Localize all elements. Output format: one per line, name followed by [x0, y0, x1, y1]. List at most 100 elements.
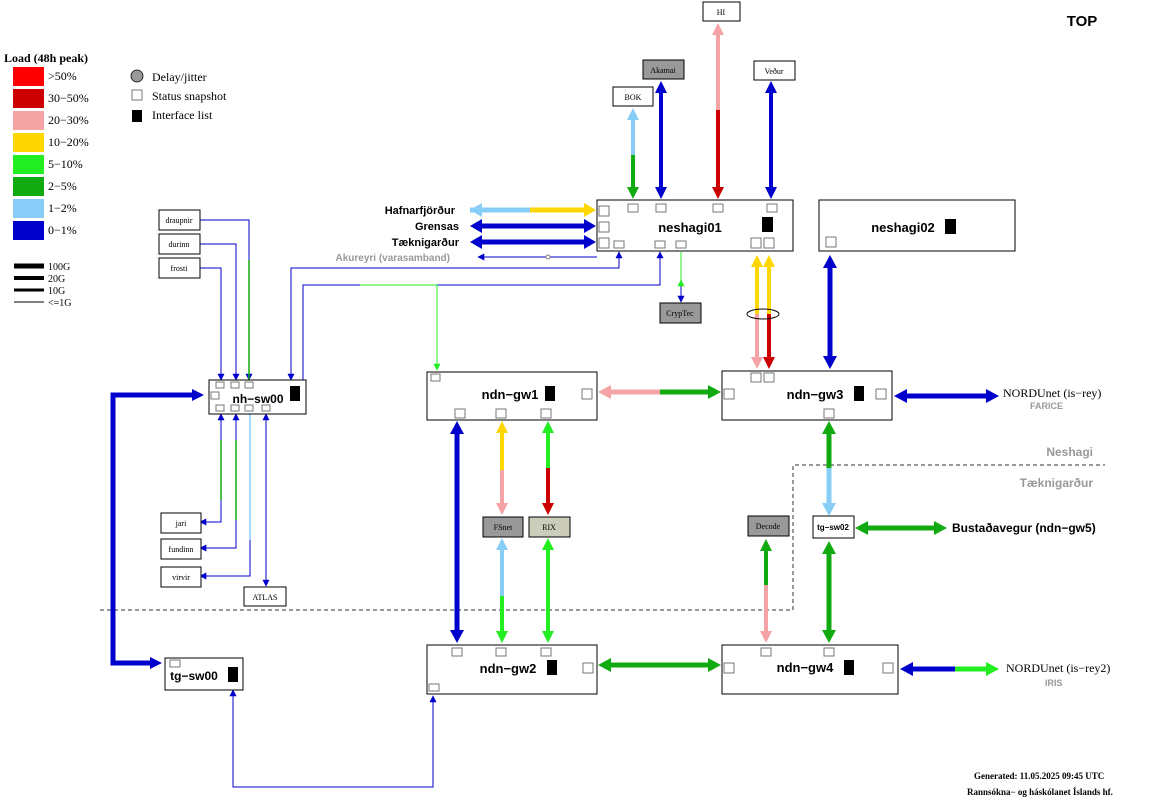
legend-swatch [13, 133, 44, 152]
width-1g: <=1G [48, 298, 72, 309]
label-iris: IRIS [1045, 678, 1063, 688]
box-draupnir-label: draupnir [165, 216, 192, 225]
label-bustadavegur[interactable]: Bustaðavegur (ndn−gw5) [952, 521, 1096, 535]
width-10g: 10G [48, 286, 65, 297]
box-decode[interactable]: Decode [747, 515, 790, 537]
status-icon[interactable] [169, 659, 181, 668]
link-tgsw00-ndngw2[interactable] [229, 689, 437, 788]
legend-title: Load (48h peak) [4, 51, 88, 65]
legend-swatch-label: 2−5% [48, 179, 77, 193]
zone-neshagi-label: Neshagi [1046, 445, 1093, 459]
link-fundinn[interactable] [199, 413, 240, 552]
node-ndn-gw2[interactable]: ndn−gw2 [426, 644, 598, 695]
label-nordunet-rey[interactable]: NORDUnet (is−rey) [1003, 386, 1101, 400]
node-neshagi01-label: neshagi01 [658, 220, 722, 235]
link-neshagi01-nhsw00-a[interactable] [287, 251, 623, 381]
width-100g: 100G [48, 262, 70, 273]
box-rix-label: RIX [542, 523, 556, 532]
legend: Load (48h peak) >50%30−50%20−30%10−20%5−… [4, 51, 227, 309]
legend-symbols: Delay/jitter Status snapshot Interface l… [130, 69, 227, 122]
node-tg-sw02[interactable]: tg−sw02 [812, 515, 855, 539]
iflist-icon[interactable] [228, 667, 238, 682]
box-bok-label: BOK [625, 93, 642, 102]
box-jari-label: jari [175, 519, 187, 528]
iflist-icon[interactable] [547, 660, 557, 675]
box-vedur[interactable]: Veður [753, 60, 796, 81]
status-icons[interactable] [210, 381, 271, 412]
zone-taeknigardur-label: Tæknigarður [1020, 476, 1094, 490]
link-nhsw00-tgsw00[interactable] [110, 392, 198, 666]
box-atlas-label: ATLAS [253, 593, 278, 602]
node-tg-sw00[interactable]: tg−sw00 [164, 657, 244, 691]
iflist-icon[interactable] [545, 386, 555, 401]
box-fundinn-label: fundinn [169, 545, 194, 554]
box-jari[interactable]: jari [160, 512, 202, 534]
node-neshagi02[interactable]: neshagi02 [818, 199, 1016, 252]
footer-org: Rannsókna− og háskólanet Íslands hf. [967, 787, 1113, 797]
status-icons[interactable] [430, 373, 593, 419]
legend-widths: 100G 20G 10G <=1G [14, 262, 72, 309]
node-ndn-gw2-label: ndn−gw2 [480, 661, 537, 676]
box-akamai-label: Akamai [650, 66, 676, 75]
iflist-icon[interactable] [844, 660, 854, 675]
box-durinn-label: durinn [169, 240, 190, 249]
legend-swatch-label: 10−20% [48, 135, 89, 149]
iflist-icon[interactable] [762, 217, 773, 232]
legend-swatch [13, 111, 44, 130]
node-ndn-gw4-label: ndn−gw4 [777, 660, 834, 675]
legend-swatch [13, 199, 44, 218]
legend-delay-label: Delay/jitter [152, 70, 207, 84]
status-icons[interactable] [723, 372, 887, 419]
label-akureyri[interactable]: Akureyri (varasamband) [336, 253, 451, 264]
iflist-icon[interactable] [854, 386, 864, 401]
label-nordunet-rey2[interactable]: NORDUnet (is−rey2) [1006, 661, 1110, 675]
label-taeknigardur[interactable]: Tæknigarður [392, 237, 460, 249]
box-cryptec[interactable]: CrypTec [659, 302, 702, 324]
link-durinn[interactable] [200, 243, 240, 381]
link-jari[interactable] [199, 413, 225, 526]
box-atlas[interactable]: ATLAS [243, 586, 287, 607]
label-hafnarfjordur[interactable]: Hafnarfjörður [385, 205, 456, 217]
box-virvir[interactable]: virvir [160, 566, 202, 588]
node-ndn-gw3-label: ndn−gw3 [787, 387, 844, 402]
box-hi[interactable]: HI [702, 1, 741, 22]
status-icons[interactable] [723, 647, 894, 674]
legend-status-label: Status snapshot [152, 89, 227, 103]
box-draupnir[interactable]: draupnir [158, 209, 201, 231]
legend-swatch [13, 177, 44, 196]
box-decode-label: Decode [756, 522, 781, 531]
box-durinn[interactable]: durinn [158, 233, 201, 255]
status-icon[interactable] [825, 236, 837, 248]
box-frosti-label: frosti [171, 264, 189, 273]
iflist-icon[interactable] [945, 219, 956, 234]
box-fundinn[interactable]: fundinn [160, 538, 202, 560]
box-bok[interactable]: BOK [612, 86, 654, 107]
box-rix[interactable]: RIX [528, 516, 571, 538]
status-icons[interactable] [428, 647, 594, 692]
node-nh-sw00[interactable]: nh−sw00 [208, 379, 307, 415]
arrow-hafnarfjordur-left [470, 203, 482, 217]
label-grensas[interactable]: Grensas [415, 221, 459, 233]
node-ndn-gw3[interactable]: ndn−gw3 [721, 370, 893, 421]
legend-swatch [13, 221, 44, 240]
node-ndn-gw4[interactable]: ndn−gw4 [721, 644, 899, 695]
akureyri-delay-icon [545, 254, 551, 260]
link-ndngw1-green[interactable] [360, 284, 441, 371]
link-neshagi01-nhsw00-b[interactable] [302, 251, 664, 380]
node-ndn-gw1[interactable]: ndn−gw1 [426, 371, 598, 421]
footer-generated: Generated: 11.05.2025 09:45 UTC [974, 771, 1104, 781]
label-farice: FARICE [1030, 401, 1063, 411]
zone-divider [100, 464, 1105, 611]
status-icons[interactable] [598, 203, 778, 249]
legend-swatch-label: 20−30% [48, 113, 89, 127]
link-frosti[interactable] [200, 267, 225, 381]
status-snapshot-icon [131, 89, 143, 101]
node-tg-sw02-label: tg−sw02 [817, 523, 849, 532]
box-akamai[interactable]: Akamai [642, 59, 685, 80]
box-frosti[interactable]: frosti [158, 257, 201, 279]
link-virvir[interactable] [199, 414, 251, 580]
iflist-icon[interactable] [290, 386, 300, 401]
node-nh-sw00-label: nh−sw00 [232, 392, 283, 406]
node-neshagi01[interactable]: neshagi01 [596, 199, 794, 252]
box-fsnet[interactable]: FSnet [482, 516, 524, 538]
